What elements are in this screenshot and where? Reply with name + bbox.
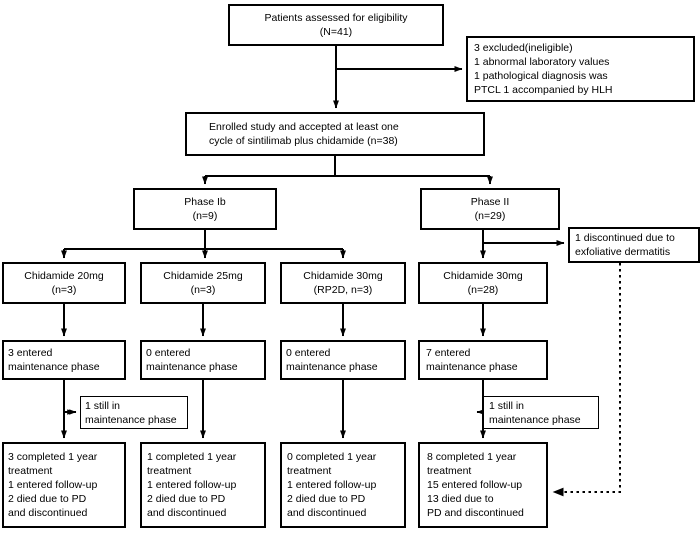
node-maintenance-30mg-phase2: 7 entered maintenance phase: [418, 340, 548, 380]
node-enrolled-label: Enrolled study and accepted at least one…: [209, 121, 399, 147]
node-maintenance-20mg: 3 entered maintenance phase: [2, 340, 126, 380]
node-excluded: 3 excluded(ineligible) 1 abnormal labora…: [466, 36, 695, 102]
node-chidamide-25mg: Chidamide 25mg (n=3): [140, 262, 266, 304]
node-outcome-30mg-phase2: 8 completed 1 year treatment 15 entered …: [418, 442, 548, 528]
node-chidamide-30mg-phase2: Chidamide 30mg (n=28): [418, 262, 548, 304]
node-maintenance-20mg-label: 3 entered maintenance phase: [8, 347, 100, 373]
node-outcome-20mg-label: 3 completed 1 year treatment 1 entered f…: [8, 451, 98, 519]
node-still-maintenance-left-label: 1 still in maintenance phase: [85, 399, 177, 426]
wire-discontinued-dotted: [556, 263, 621, 493]
node-outcome-25mg-label: 1 completed 1 year treatment 1 entered f…: [147, 451, 237, 519]
node-patients-assessed: Patients assessed for eligibility (N=41): [228, 4, 444, 46]
node-phase-ib: Phase Ib (n=9): [133, 188, 277, 230]
node-still-maintenance-right-label: 1 still in maintenance phase: [489, 399, 581, 426]
node-maintenance-30mg: 0 entered maintenance phase: [280, 340, 406, 380]
node-outcome-30mg-phase2-label: 8 completed 1 year treatment 15 entered …: [427, 451, 524, 519]
node-chidamide-20mg-label: Chidamide 20mg (n=3): [24, 270, 104, 296]
node-chidamide-30mg-phase2-label: Chidamide 30mg (n=28): [443, 270, 523, 296]
node-chidamide-30mg-rp2d: Chidamide 30mg (RP2D, n=3): [280, 262, 406, 304]
node-still-maintenance-right: 1 still in maintenance phase: [483, 396, 599, 429]
node-patients-assessed-label: Patients assessed for eligibility (N=41): [264, 12, 408, 38]
node-still-maintenance-left: 1 still in maintenance phase: [80, 396, 188, 429]
node-maintenance-25mg: 0 entered maintenance phase: [140, 340, 266, 380]
node-outcome-30mg-label: 0 completed 1 year treatment 1 entered f…: [287, 451, 377, 519]
node-phase-ii: Phase II (n=29): [420, 188, 560, 230]
node-maintenance-30mg-label: 0 entered maintenance phase: [286, 347, 378, 373]
node-outcome-20mg: 3 completed 1 year treatment 1 entered f…: [2, 442, 126, 528]
node-outcome-25mg: 1 completed 1 year treatment 1 entered f…: [140, 442, 266, 528]
node-enrolled: Enrolled study and accepted at least one…: [185, 112, 485, 156]
node-maintenance-25mg-label: 0 entered maintenance phase: [146, 347, 238, 373]
node-phase-ib-label: Phase Ib (n=9): [184, 196, 226, 222]
node-discontinued-dermatitis-label: 1 discontinued due to exfoliative dermat…: [575, 232, 675, 258]
node-outcome-30mg: 0 completed 1 year treatment 1 entered f…: [280, 442, 406, 528]
node-phase-ii-label: Phase II (n=29): [470, 196, 510, 222]
node-chidamide-25mg-label: Chidamide 25mg (n=3): [163, 270, 243, 296]
wire-discontinued-dotted-arrowhead: [552, 487, 564, 497]
node-chidamide-30mg-rp2d-label: Chidamide 30mg (RP2D, n=3): [303, 270, 383, 296]
node-chidamide-20mg: Chidamide 20mg (n=3): [2, 262, 126, 304]
node-excluded-label: 3 excluded(ineligible) 1 abnormal labora…: [474, 42, 613, 96]
node-discontinued-dermatitis: 1 discontinued due to exfoliative dermat…: [568, 227, 700, 263]
node-maintenance-30mg-phase2-label: 7 entered maintenance phase: [426, 347, 518, 373]
